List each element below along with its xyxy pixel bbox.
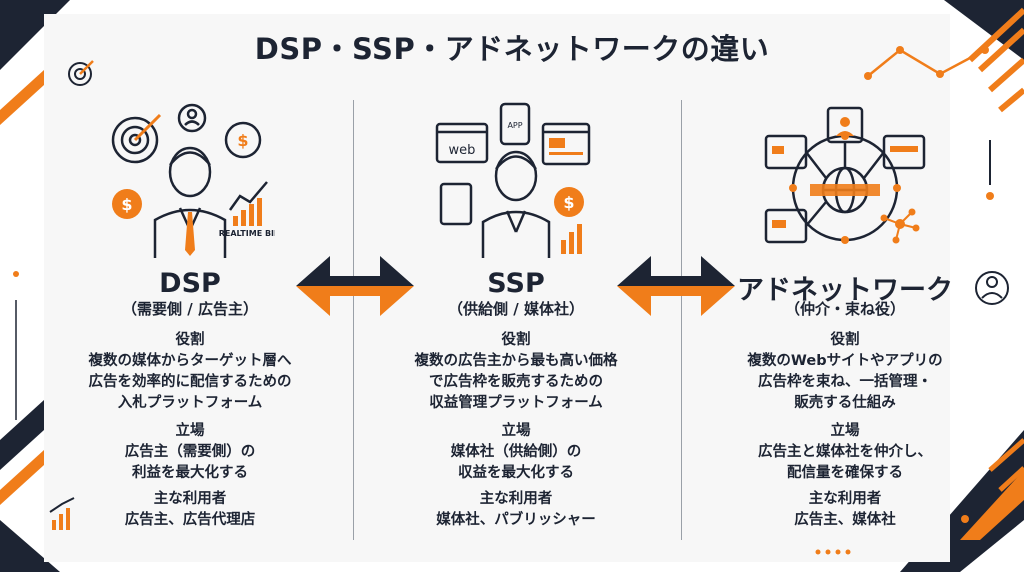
stance-line: 広告主と媒体社を仲介し、 [758, 444, 932, 460]
role-line: で広告枠を販売するための [429, 374, 603, 390]
stance-section: 立場 媒体社（供給側）の 収益を最大化する [356, 421, 676, 484]
stance-heading: 立場 [501, 423, 531, 439]
trend-line [867, 48, 986, 77]
dsp-illustration: $ $ REALTIME BIDD [111, 103, 275, 258]
realtime-bid-label: REALTIME BIDD [219, 229, 275, 238]
stance-line: 配信量を確保する [787, 465, 903, 481]
target-icon [68, 60, 94, 86]
column-subtitle: （需要側 / 広告主） [122, 300, 258, 318]
stance-line: 収益を最大化する [458, 465, 574, 481]
users-heading: 主な利用者 [479, 491, 553, 507]
user-icon [975, 271, 1009, 305]
column-subtitle: （供給側 / 媒体社） [448, 300, 584, 318]
ssp-illustration: web APP $ [435, 102, 591, 258]
bar-chart-icon [52, 508, 70, 530]
role-section: 役割 複数の広告主から最も高い価格 で広告枠を販売するための 収益管理プラットフ… [356, 330, 676, 414]
users-heading: 主な利用者 [808, 491, 882, 507]
svg-text:$: $ [121, 195, 132, 214]
role-heading: 役割 [830, 332, 860, 348]
role-section: 役割 複数の媒体からターゲット層へ 広告を効率的に配信するための 入札プラットフ… [30, 330, 350, 414]
role-line: 広告を効率的に配信するための [88, 374, 292, 390]
users-heading: 主な利用者 [153, 491, 227, 507]
role-line: 収益管理プラットフォーム [429, 395, 603, 411]
page-title: DSP・SSP・アドネットワークの違い [254, 32, 770, 66]
users-line: 媒体社、パブリッシャー [436, 512, 596, 528]
divider-1 [353, 100, 354, 540]
stance-line: 広告主（需要側）の [124, 444, 256, 460]
stance-section: 立場 広告主と媒体社を仲介し、 配信量を確保する [685, 421, 1005, 484]
role-line: 販売する仕組み [794, 395, 896, 411]
double-arrow-ssp-adnetwork [617, 256, 735, 316]
stance-heading: 立場 [175, 423, 205, 439]
column-subtitle: （仲介・束ね役） [784, 300, 905, 318]
svg-text:$: $ [237, 131, 248, 150]
column-title: SSP [487, 268, 545, 299]
users-line: 広告主、媒体社 [794, 512, 896, 528]
column-title: DSP [159, 268, 221, 299]
column-title: アドネットワーク [737, 275, 953, 306]
users-section: 主な利用者 広告主、広告代理店 [30, 489, 350, 531]
stance-line: 媒体社（供給側）の [450, 444, 582, 460]
role-line: 複数の媒体からターゲット層へ [88, 353, 292, 369]
svg-text:$: $ [563, 193, 574, 212]
stance-line: 利益を最大化する [132, 465, 248, 481]
role-heading: 役割 [175, 332, 205, 348]
role-line: 複数のWebサイトやアプリの [747, 353, 943, 369]
stance-section: 立場 広告主（需要側）の 利益を最大化する [30, 421, 350, 484]
stance-heading: 立場 [830, 423, 860, 439]
divider-2 [681, 100, 682, 540]
web-label: web [449, 143, 476, 158]
app-label: APP [507, 121, 522, 130]
users-line: 広告主、広告代理店 [124, 512, 256, 528]
role-line: 入札プラットフォーム [117, 395, 263, 411]
double-arrow-dsp-ssp [296, 256, 414, 316]
users-section: 主な利用者 広告主、媒体社 [685, 489, 1005, 531]
role-section: 役割 複数のWebサイトやアプリの 広告枠を束ね、一括管理・ 販売する仕組み [685, 330, 1005, 414]
ad-network-illustration [764, 106, 926, 244]
role-heading: 役割 [501, 332, 531, 348]
role-line: 広告枠を束ね、一括管理・ [758, 374, 932, 390]
role-line: 複数の広告主から最も高い価格 [414, 353, 618, 369]
users-section: 主な利用者 媒体社、パブリッシャー [356, 489, 676, 531]
